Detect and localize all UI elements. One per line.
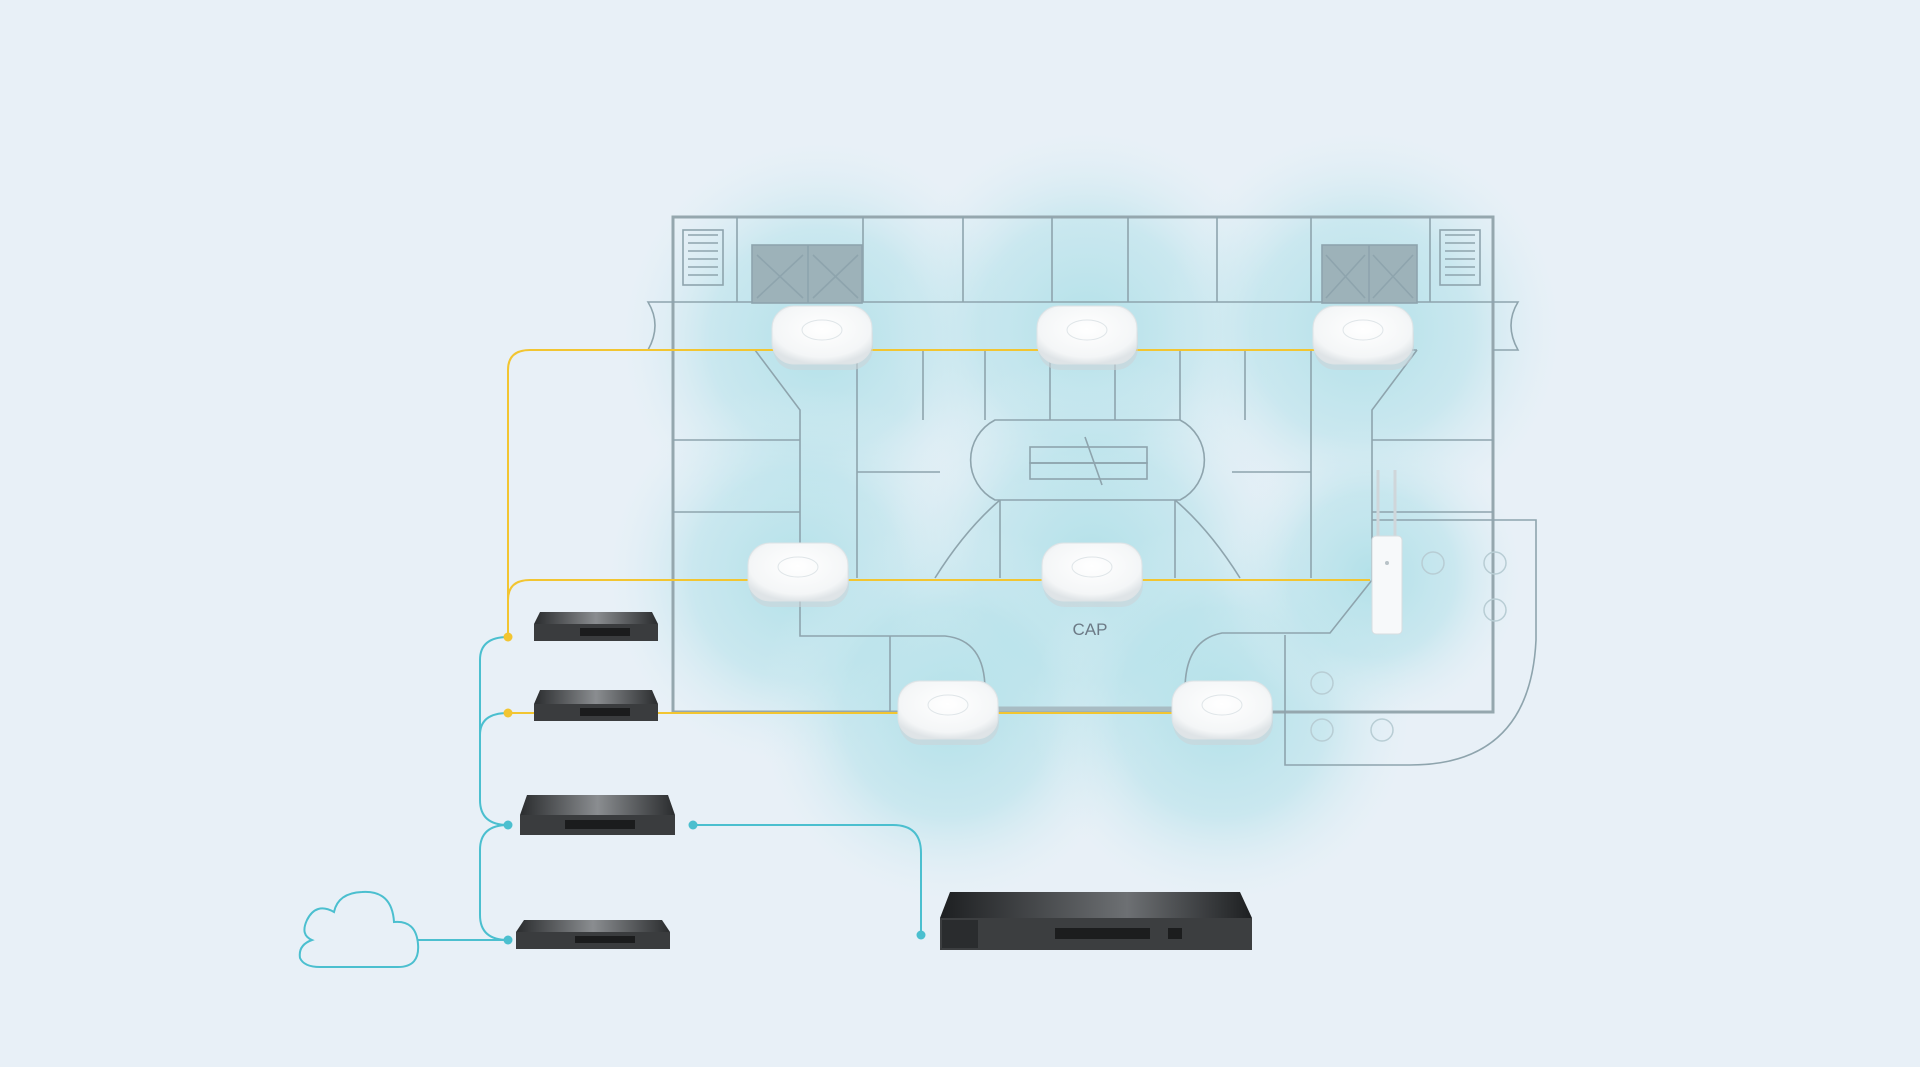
ceiling-ap-6 [897,680,999,745]
ceiling-ap-1 [771,305,873,370]
patio-furniture [1310,551,1507,742]
coverage-area [607,130,1562,902]
poe-switch-1 [534,612,658,641]
ceiling-ap-5 [1041,542,1143,607]
link-endpoints [503,632,926,945]
core-switch [520,795,675,835]
floor-plan [646,215,1537,766]
poe-switch-2 [534,690,658,721]
center-label: CAP [1072,620,1108,639]
router [516,920,670,949]
controller [940,892,1252,950]
cloud-icon [298,890,420,968]
uplinks [418,636,922,941]
ceiling-ap-7 [1171,680,1273,745]
outdoor-ap [1371,470,1403,635]
ceiling-ap-2 [1036,305,1138,370]
ceiling-ap-3 [1312,305,1414,370]
ceiling-ap-4 [747,542,849,607]
